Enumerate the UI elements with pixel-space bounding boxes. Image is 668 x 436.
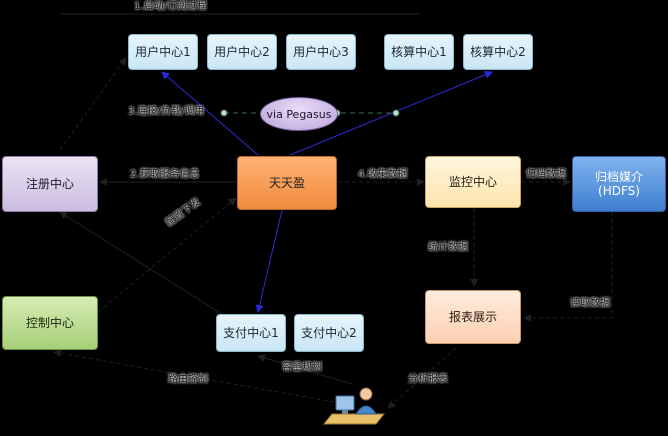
payment-center-2-label: 支付中心2 (301, 326, 357, 340)
accounting-center-1-label: 核算中心1 (391, 45, 447, 59)
payment-center-1[interactable]: 支付中心1 (216, 314, 286, 352)
edge-report-operator (387, 347, 457, 409)
edge-archive-report (523, 212, 613, 322)
edge-center-user1 (161, 71, 259, 156)
edge-operator-payment (257, 354, 353, 385)
label-collect-data: 4.收集数据 (358, 169, 408, 180)
label-analyze-report: 分析报表 (408, 374, 448, 385)
accounting-center-2[interactable]: 核算中心2 (463, 34, 533, 70)
user-center-3-label: 用户中心3 (293, 45, 349, 59)
registry-center[interactable]: 注册中心 (2, 156, 98, 212)
archive-label-line2: (HDFS) (598, 184, 640, 198)
edge-operator-control (53, 349, 335, 403)
user-center-2-label: 用户中心2 (214, 45, 270, 59)
pegasus-node-dot-left (220, 109, 228, 117)
accounting-center-2-label: 核算中心2 (470, 45, 526, 59)
control-center-label: 控制中心 (25, 316, 74, 330)
pegasus-label: via Pegasus (266, 107, 332, 121)
pegasus-node-dot-right-2 (392, 109, 400, 117)
label-capacity-plan: 容量规划 (282, 362, 322, 373)
report-display-label: 报表展示 (448, 310, 497, 324)
label-connect-call: 3.连接/负载/调用 (128, 106, 205, 117)
archive-medium-hdfs[interactable]: 归档媒介 (HDFS) (572, 156, 666, 212)
edge-payment-registry (59, 211, 229, 319)
user-center-1[interactable]: 用户中心1 (128, 34, 198, 70)
tiantianying-label: 天天盈 (268, 176, 305, 190)
label-archive-data: 归档数据 (526, 169, 566, 180)
label-stats-data: 统计数据 (428, 242, 468, 253)
accounting-center-1[interactable]: 核算中心1 (384, 34, 454, 70)
pegasus-ellipse: via Pegasus (260, 97, 338, 131)
report-display[interactable]: 报表展示 (425, 290, 521, 344)
label-register-subscribe: 1.启动/订阅过程 (134, 1, 207, 12)
edge-center-payment1 (255, 209, 283, 313)
control-center[interactable]: 控制中心 (2, 296, 98, 350)
user-center-1-label: 用户中心1 (135, 45, 191, 59)
tiantianying-center[interactable]: 天天盈 (237, 156, 337, 210)
label-subscribe-info: 2.获取服务信息 (130, 169, 200, 180)
edge-registry-user1 (59, 57, 127, 151)
person-at-computer-icon (322, 387, 386, 425)
user-center-2[interactable]: 用户中心2 (207, 34, 277, 70)
label-read-data: 读取数据 (570, 298, 610, 309)
monitor-center[interactable]: 监控中心 (425, 156, 521, 208)
user-center-3[interactable]: 用户中心3 (286, 34, 356, 70)
label-route-control: 路由控制 (168, 374, 208, 385)
edge-control-center (97, 197, 237, 313)
payment-center-1-label: 支付中心1 (223, 326, 279, 340)
monitor-center-label: 监控中心 (448, 175, 497, 189)
archive-label-line1: 归档媒介 (594, 170, 643, 184)
payment-center-2[interactable]: 支付中心2 (294, 314, 364, 352)
registry-center-label: 注册中心 (25, 177, 74, 191)
